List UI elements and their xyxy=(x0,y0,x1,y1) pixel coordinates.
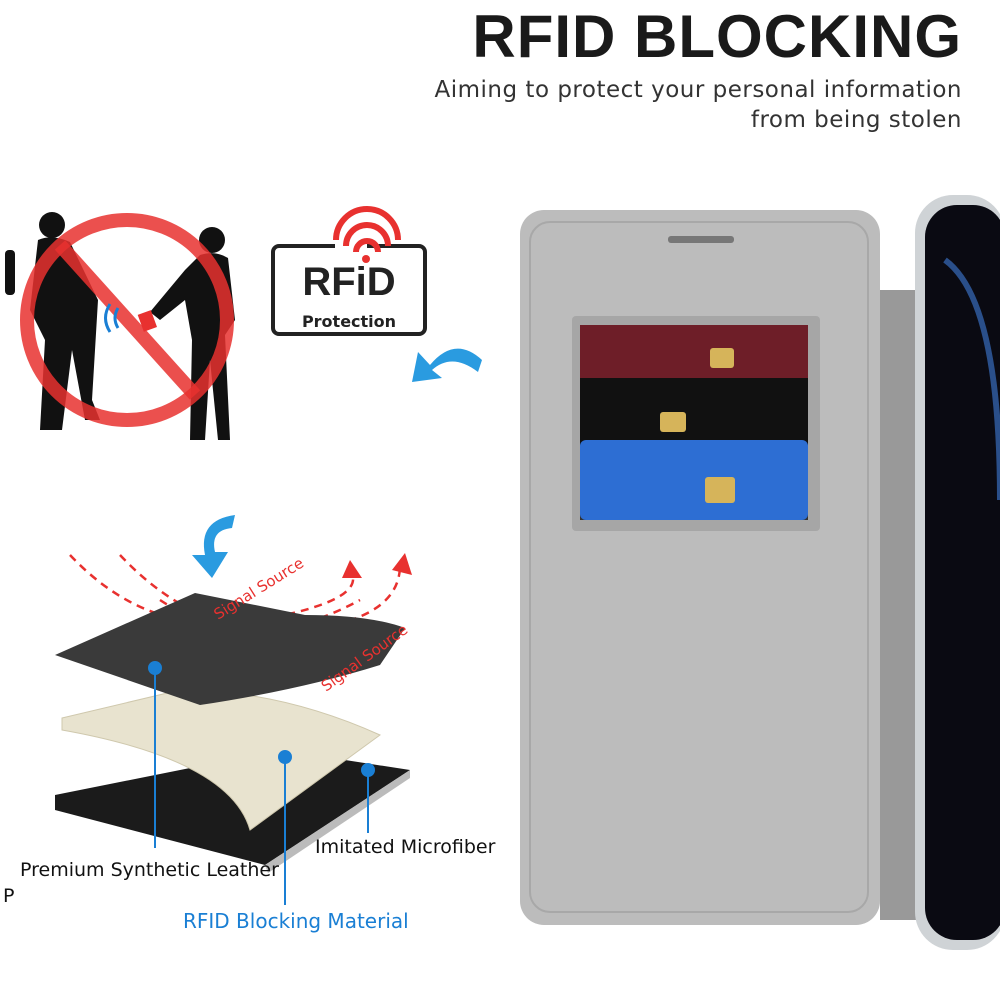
label-rfid-material: RFID Blocking Material xyxy=(183,909,409,933)
rfid-wifi-icon xyxy=(333,206,401,253)
subtitle-line-1: Aiming to protect your personal informat… xyxy=(434,77,962,103)
no-skimming-icon xyxy=(5,212,235,440)
page-title: RFID BLOCKING xyxy=(472,3,962,70)
logo-main-text: RFiD xyxy=(302,260,395,304)
curved-arrow-icon xyxy=(192,515,235,578)
label-premium-leather: Premium Synthetic Leather xyxy=(20,859,279,881)
layer-stack xyxy=(55,593,410,873)
logo-sub-text: Protection xyxy=(302,312,396,331)
subtitle-line-2: from being stolen xyxy=(750,107,962,133)
rfid-logo: RFiD Protection xyxy=(271,206,427,336)
label-cut-off: P xyxy=(3,885,15,907)
curved-arrow-icon xyxy=(412,348,482,382)
wallet-case xyxy=(520,195,1000,950)
label-microfiber: Imitated Microfiber xyxy=(315,836,496,858)
